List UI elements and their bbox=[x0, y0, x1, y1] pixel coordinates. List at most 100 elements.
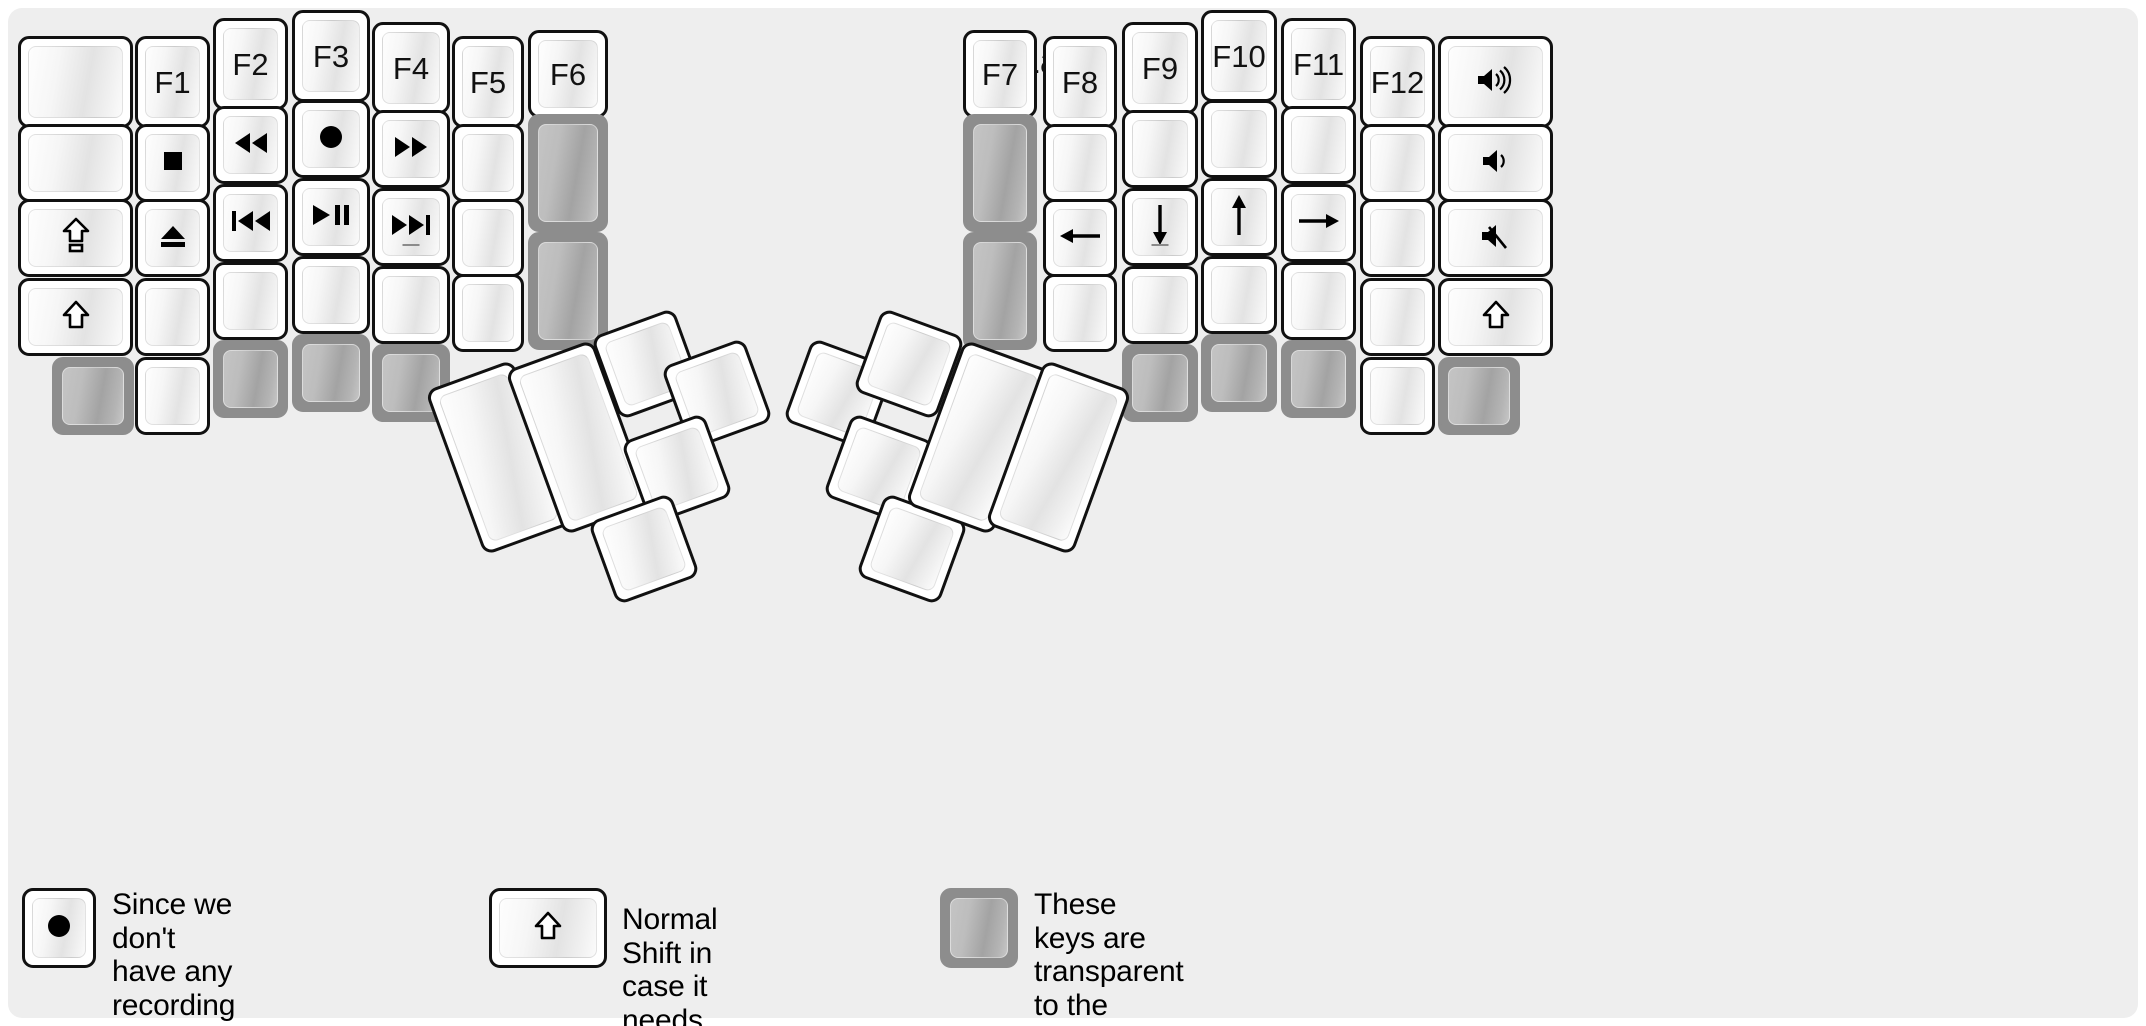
key-r-c6-r3[interactable] bbox=[1438, 278, 1553, 356]
volume-up-icon bbox=[1474, 65, 1518, 99]
key-l-c0-r2[interactable] bbox=[18, 199, 133, 277]
keycap-surface bbox=[973, 124, 1027, 222]
key-r-c4-r3[interactable] bbox=[1281, 262, 1356, 340]
key-r-c3-r2[interactable] bbox=[1201, 178, 1277, 256]
key-l-c6-r2[interactable] bbox=[528, 232, 608, 350]
keycap-surface: F2 bbox=[223, 28, 278, 100]
key-l-c2-r1[interactable] bbox=[213, 106, 288, 184]
key-r-c5-r3[interactable] bbox=[1360, 278, 1435, 356]
media-play-pause-icon bbox=[310, 202, 352, 232]
key-l-c2-r2[interactable] bbox=[213, 184, 288, 262]
key-r-c5-r2[interactable] bbox=[1360, 199, 1435, 277]
key-r-c2-r2[interactable] bbox=[1122, 188, 1198, 266]
keycap-surface: F8 bbox=[1053, 46, 1107, 118]
key-l-c1-r4[interactable] bbox=[135, 357, 210, 435]
legend-line: key, this is a `media select` so user bbox=[112, 1022, 235, 1026]
key-r-c3-r0[interactable]: F10 bbox=[1201, 10, 1277, 102]
keycap-surface bbox=[1211, 266, 1267, 324]
keycap-surface bbox=[633, 425, 721, 513]
keycap-surface bbox=[1132, 276, 1188, 334]
key-l-c3-r3[interactable] bbox=[292, 256, 370, 334]
key-l-c1-r1[interactable] bbox=[135, 124, 210, 202]
key-l-c3-r1[interactable] bbox=[292, 100, 370, 178]
key-l-c1-r3[interactable] bbox=[135, 278, 210, 356]
key-l-c4-r0[interactable]: F4 bbox=[372, 22, 450, 114]
key-l-c4-r2[interactable] bbox=[372, 188, 450, 266]
key-l-c6-r0[interactable]: F6 bbox=[528, 30, 608, 118]
key-r-c1-r0[interactable]: F8 bbox=[1043, 36, 1117, 128]
key-l-c2-r0[interactable]: F2 bbox=[213, 18, 288, 110]
key-l-c5-r0[interactable]: F5 bbox=[452, 36, 524, 128]
key-r-c2-r0[interactable]: F9 bbox=[1122, 22, 1198, 114]
key-label: F3 bbox=[312, 38, 350, 74]
key-label: F9 bbox=[1141, 50, 1179, 86]
media-record-icon bbox=[44, 911, 74, 945]
key-r-c4-r4[interactable] bbox=[1281, 340, 1356, 418]
key-r-c2-r1[interactable] bbox=[1122, 110, 1198, 188]
key-r-c5-r4[interactable] bbox=[1360, 357, 1435, 435]
key-r-c4-r0[interactable]: F11 bbox=[1281, 18, 1356, 110]
key-r-c0-r1[interactable] bbox=[963, 114, 1037, 232]
legend-line: Since we don't have any recording bbox=[112, 888, 236, 1022]
key-r-c0-r0[interactable]: F7 bbox=[963, 30, 1037, 118]
key-l-c1-r2[interactable] bbox=[135, 199, 210, 277]
keycap-surface bbox=[1132, 120, 1188, 178]
keycap-surface bbox=[1053, 134, 1107, 192]
key-label: F1 bbox=[154, 64, 191, 100]
legend-shift-swatch bbox=[489, 888, 607, 968]
keycap-surface bbox=[865, 320, 953, 408]
key-r-c2-r4[interactable] bbox=[1122, 344, 1198, 422]
key-l-c0-r1[interactable] bbox=[18, 124, 133, 202]
key-l-c4-r1[interactable] bbox=[372, 110, 450, 188]
key-r-c6-r4[interactable] bbox=[1438, 357, 1520, 435]
keycap-surface: F12 bbox=[1370, 46, 1425, 118]
key-r-c1-r3[interactable] bbox=[1043, 274, 1117, 352]
key-r-c3-r3[interactable] bbox=[1201, 256, 1277, 334]
keycap-surface bbox=[1448, 46, 1543, 118]
key-l-c1-r0[interactable]: F1 bbox=[135, 36, 210, 128]
key-label: F10 bbox=[1212, 38, 1266, 74]
keycap-surface bbox=[302, 344, 360, 402]
keycap-surface: F11 bbox=[1291, 28, 1346, 100]
key-r-c6-r2[interactable] bbox=[1438, 199, 1553, 277]
keycap-surface bbox=[538, 242, 598, 340]
key-label: F2 bbox=[232, 46, 269, 82]
key-l-c6-r1[interactable] bbox=[528, 114, 608, 232]
arrow-down-icon bbox=[1147, 203, 1173, 251]
media-fast-forward-icon bbox=[392, 134, 430, 164]
key-l-c5-r1[interactable] bbox=[452, 124, 524, 202]
keycap-surface bbox=[28, 134, 123, 192]
key-r-c3-r4[interactable] bbox=[1201, 334, 1277, 412]
key-r-c1-r1[interactable] bbox=[1043, 124, 1117, 202]
key-l-c0-r4[interactable] bbox=[52, 357, 134, 435]
key-r-c5-r0[interactable]: F12 bbox=[1360, 36, 1435, 128]
key-r-c6-r0[interactable] bbox=[1438, 36, 1553, 128]
arrow-up-icon bbox=[1226, 193, 1252, 241]
key-l-c3-r2[interactable] bbox=[292, 178, 370, 256]
key-l-c0-r0[interactable] bbox=[18, 36, 133, 128]
key-l-c5-r3[interactable] bbox=[452, 274, 524, 352]
key-l-c2-r4[interactable] bbox=[213, 340, 288, 418]
key-l-c3-r4[interactable] bbox=[292, 334, 370, 412]
key-r-c0-r2[interactable] bbox=[963, 232, 1037, 350]
keycap-surface bbox=[62, 367, 124, 425]
keycap-surface bbox=[223, 350, 278, 408]
key-r-c2-r3[interactable] bbox=[1122, 266, 1198, 344]
key-l-c3-r0[interactable]: F3 bbox=[292, 10, 370, 102]
volume-mute-icon bbox=[1478, 221, 1514, 255]
key-l-c2-r3[interactable] bbox=[213, 262, 288, 340]
key-r-c1-r2[interactable] bbox=[1043, 199, 1117, 277]
keycap-surface bbox=[302, 266, 360, 324]
key-r-c4-r2[interactable] bbox=[1281, 184, 1356, 262]
key-r-c6-r1[interactable] bbox=[1438, 124, 1553, 202]
key-l-c0-r3[interactable] bbox=[18, 278, 133, 356]
key-r-c4-r1[interactable] bbox=[1281, 106, 1356, 184]
key-l-c4-r3[interactable] bbox=[372, 266, 450, 344]
key-r-c3-r1[interactable] bbox=[1201, 100, 1277, 178]
key-r-c5-r1[interactable] bbox=[1360, 124, 1435, 202]
key-l-c5-r2[interactable] bbox=[452, 199, 524, 277]
keycap-surface bbox=[1448, 209, 1543, 267]
keycap-surface bbox=[1291, 272, 1346, 330]
keycap-surface bbox=[499, 898, 597, 958]
media-stop-icon bbox=[160, 148, 186, 178]
